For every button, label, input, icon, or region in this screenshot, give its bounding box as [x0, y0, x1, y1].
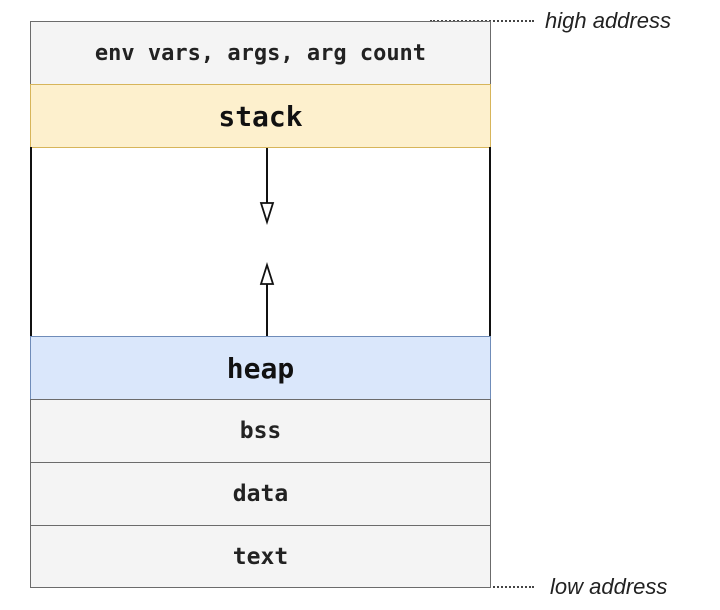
bss-segment: bss [30, 399, 491, 463]
free-space-left-wall [30, 147, 32, 337]
text-segment: text [30, 525, 491, 588]
free-space-right-wall [489, 147, 491, 337]
low-address-label: low address [550, 574, 668, 599]
env-segment: env vars, args, arg count [30, 21, 491, 85]
text-segment-label: text [232, 543, 289, 570]
heap-segment: heap [30, 336, 491, 400]
bss-segment-label: bss [239, 418, 282, 444]
heap-growth-arrow [259, 262, 275, 336]
heap-segment-label: heap [226, 351, 295, 385]
stack-segment-label: stack [218, 99, 303, 133]
env-segment-label: env vars, args, arg count [94, 40, 427, 66]
stack-segment: stack [30, 84, 491, 148]
data-segment: data [30, 462, 491, 526]
stack-growth-arrow [259, 148, 275, 225]
high-address-label: high address [545, 8, 671, 33]
data-segment-label: data [232, 481, 289, 507]
